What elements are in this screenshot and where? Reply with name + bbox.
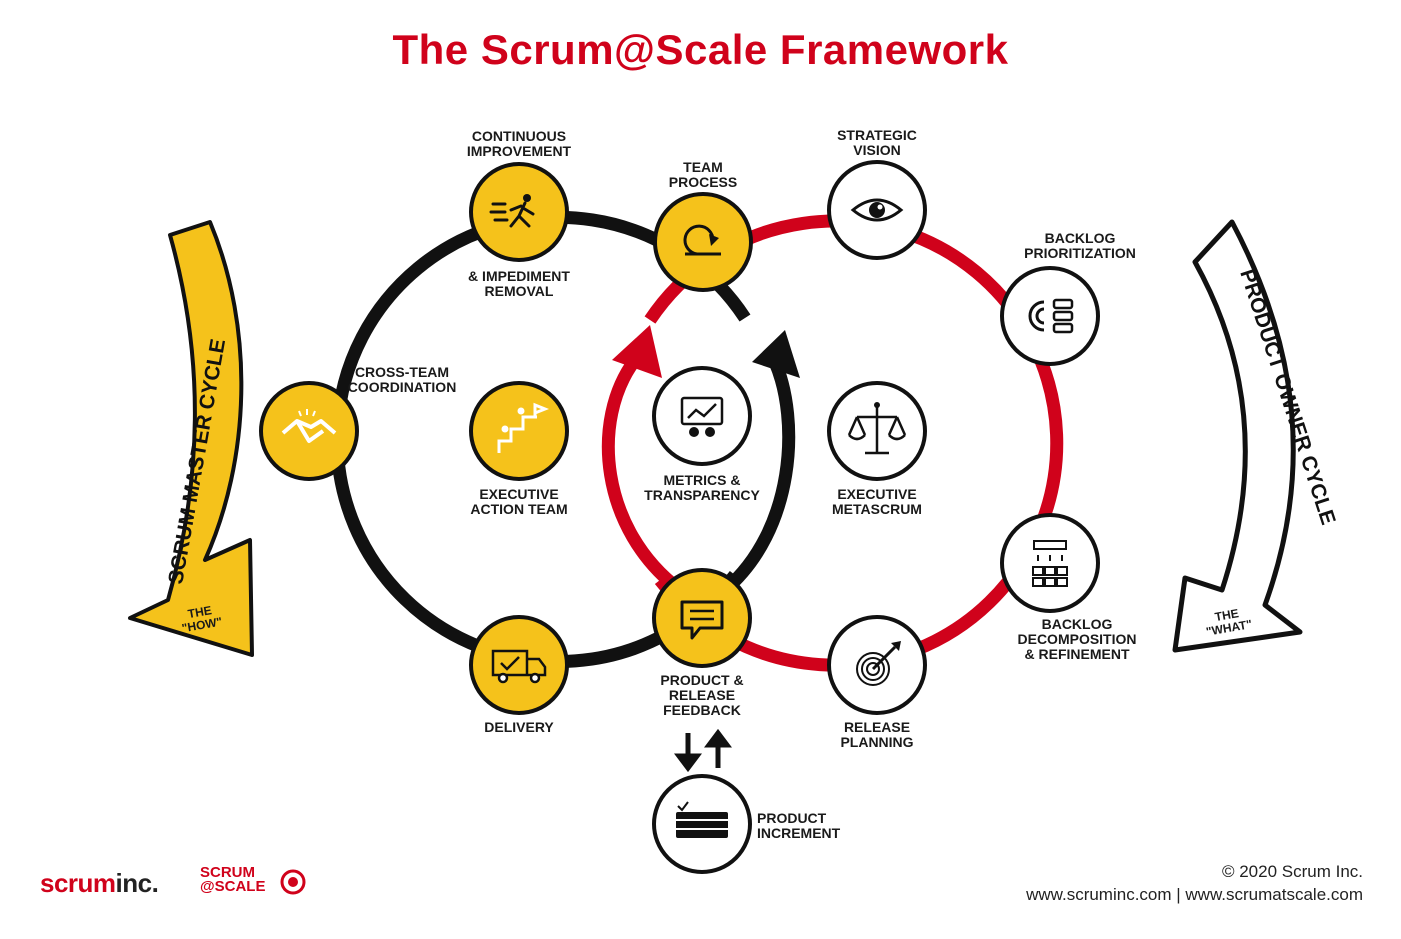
impediment-removal-label: & IMPEDIMENT REMOVAL (468, 268, 570, 299)
red-arrowhead (612, 325, 662, 378)
scrum-master-cycle-arrow (128, 220, 254, 657)
team-process-label: TEAM PROCESS (668, 159, 738, 190)
product-increment-node (652, 774, 752, 874)
release-planning-label: RELEASE PLANNING (840, 719, 914, 750)
logo-inc-text: inc. (115, 868, 159, 898)
metrics-transparency-node (652, 366, 752, 466)
copyright: © 2020 Scrum Inc. (1221, 862, 1363, 881)
product-owner-cycle-arrow (1172, 219, 1303, 653)
metrics-transparency-label: METRICS & TRANSPARENCY (644, 472, 760, 503)
presentation-icon (680, 396, 724, 437)
executive-action-team-label: EXECUTIVE ACTION TEAM (470, 486, 568, 517)
strategic-vision-label: STRATEGIC VISION (837, 127, 917, 158)
delivery-label: DELIVERY (484, 719, 554, 735)
hierarchy-icon (1032, 540, 1068, 587)
product-owner-ring (644, 214, 1064, 672)
scrum-at-scale-logo-icon (280, 869, 306, 895)
runner-icon (489, 194, 535, 228)
stairs-flag-icon (497, 402, 550, 453)
executive-action-team-node (469, 381, 569, 481)
product-increment-label: PRODUCT INCREMENT (757, 810, 841, 841)
backlog-prioritization-label: BACKLOG PRIORITIZATION (1024, 230, 1136, 261)
footer-urls[interactable]: www.scruminc.com | www.scrumatscale.com (1026, 885, 1363, 904)
black-inner-arc (720, 359, 796, 595)
backlog-prioritization-node (1000, 266, 1100, 366)
backlog-decomposition-node (1000, 513, 1100, 613)
process-loop-icon (683, 224, 721, 256)
executive-metascrum-label: EXECUTIVE METASCRUM (832, 486, 922, 517)
handshake-icon (281, 409, 337, 443)
eye-icon (850, 198, 904, 222)
red-inner-arc (601, 356, 684, 596)
continuous-improvement-node (469, 162, 569, 262)
chat-bubble-icon (680, 600, 724, 640)
black-arrowhead (752, 330, 800, 378)
footer-credits: © 2020 Scrum Inc. www.scruminc.com | www… (1026, 860, 1363, 906)
truck-icon (491, 649, 547, 684)
target-icon (856, 641, 901, 686)
product-release-feedback-label: PRODUCT & RELEASE FEEDBACK (660, 672, 744, 718)
logo-scrum-text: scrum (40, 868, 116, 898)
cross-team-coordination-label: CROSS-TEAM COORDINATION (347, 364, 457, 395)
release-planning-node (827, 615, 927, 715)
priority-list-icon (1028, 298, 1074, 334)
scruminc-logo: scruminc. (40, 868, 159, 899)
exchange-arrows-icon (674, 728, 732, 773)
layers-icon (676, 801, 728, 838)
team-process-node (653, 192, 753, 292)
page-title: The Scrum@Scale Framework (392, 26, 1009, 73)
scrum-at-scale-logo-text: SCRUM @SCALE (200, 864, 266, 895)
executive-metascrum-node (827, 381, 927, 481)
product-release-feedback-node (652, 568, 752, 668)
delivery-node (469, 615, 569, 715)
scales-icon (847, 402, 907, 455)
cross-team-coordination-node (259, 381, 359, 481)
backlog-decomposition-label: BACKLOG DECOMPOSITION & REFINEMENT (1017, 616, 1137, 662)
continuous-improvement-label: CONTINUOUS IMPROVEMENT (466, 128, 572, 159)
strategic-vision-node (827, 160, 927, 260)
